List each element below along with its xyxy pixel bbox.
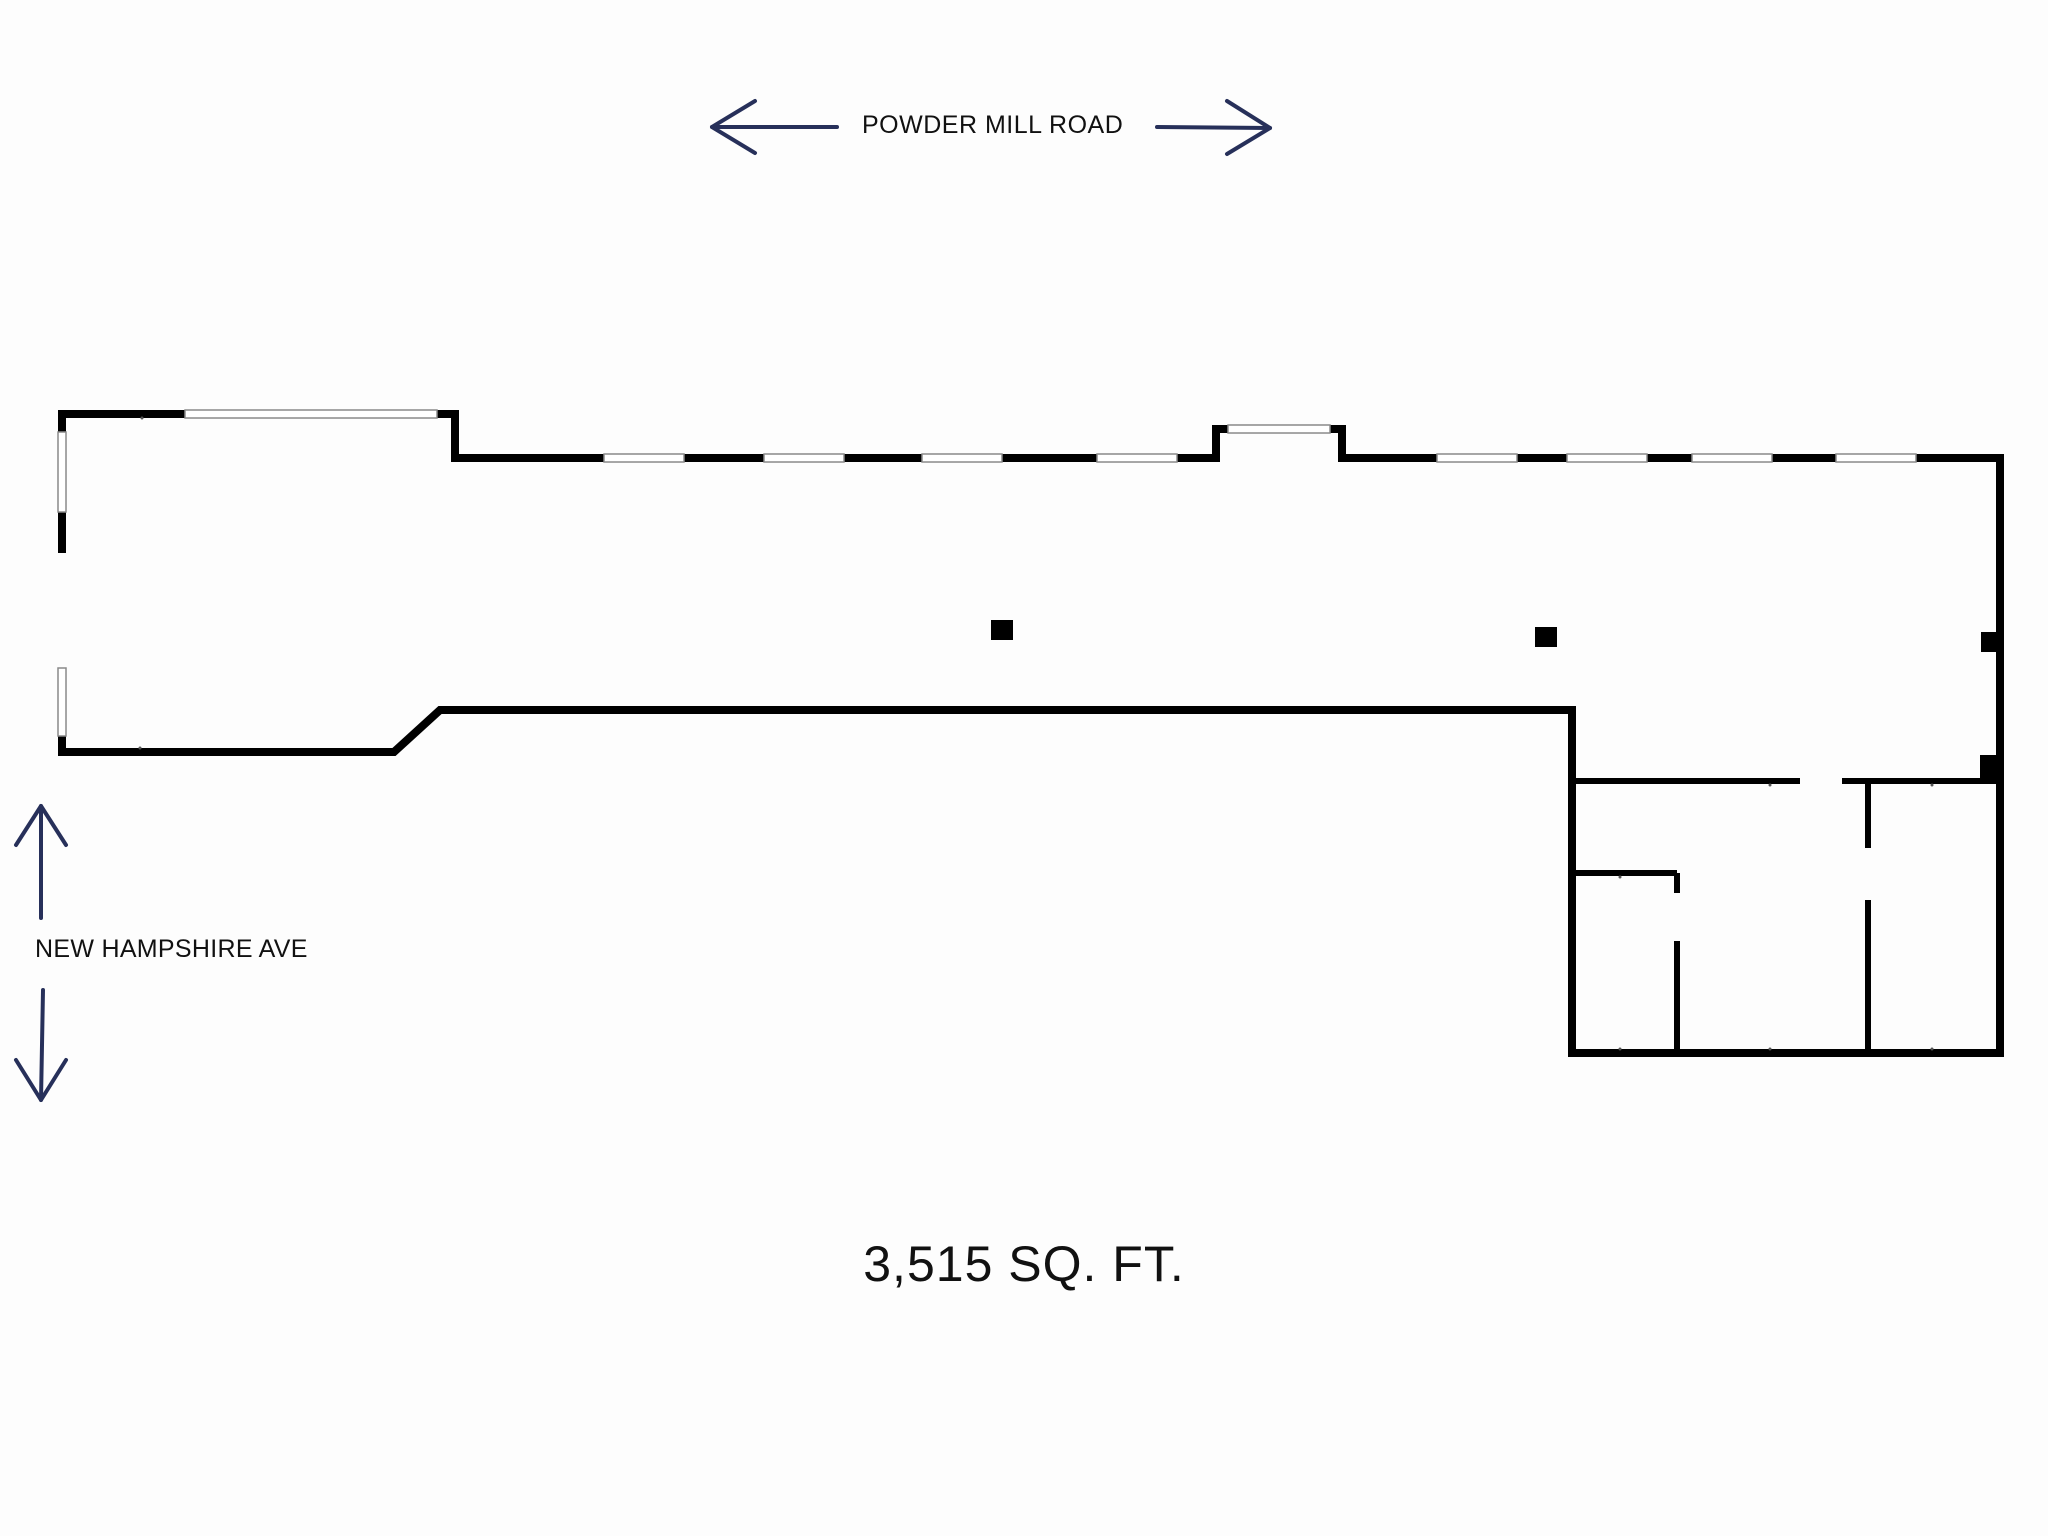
door-openings: [58, 553, 1873, 941]
columns: [991, 620, 2000, 779]
exterior-wall: [58, 410, 2004, 1057]
arrow-up-icon: [14, 804, 68, 920]
arrow-right-icon: [1155, 99, 1272, 156]
windows: [57, 409, 1917, 737]
area-label: 3,515 SQ. FT.: [863, 1236, 1185, 1292]
street-label-powder-mill-road: POWDER MILL ROAD: [862, 111, 1124, 139]
street-label-new-hampshire-ave: NEW HAMPSHIRE AVE: [35, 935, 308, 963]
arrow-left-icon: [710, 99, 839, 155]
interior-walls: [1572, 778, 2000, 1053]
wall-ticks: [138, 416, 1934, 1051]
arrow-down-icon: [14, 988, 68, 1102]
